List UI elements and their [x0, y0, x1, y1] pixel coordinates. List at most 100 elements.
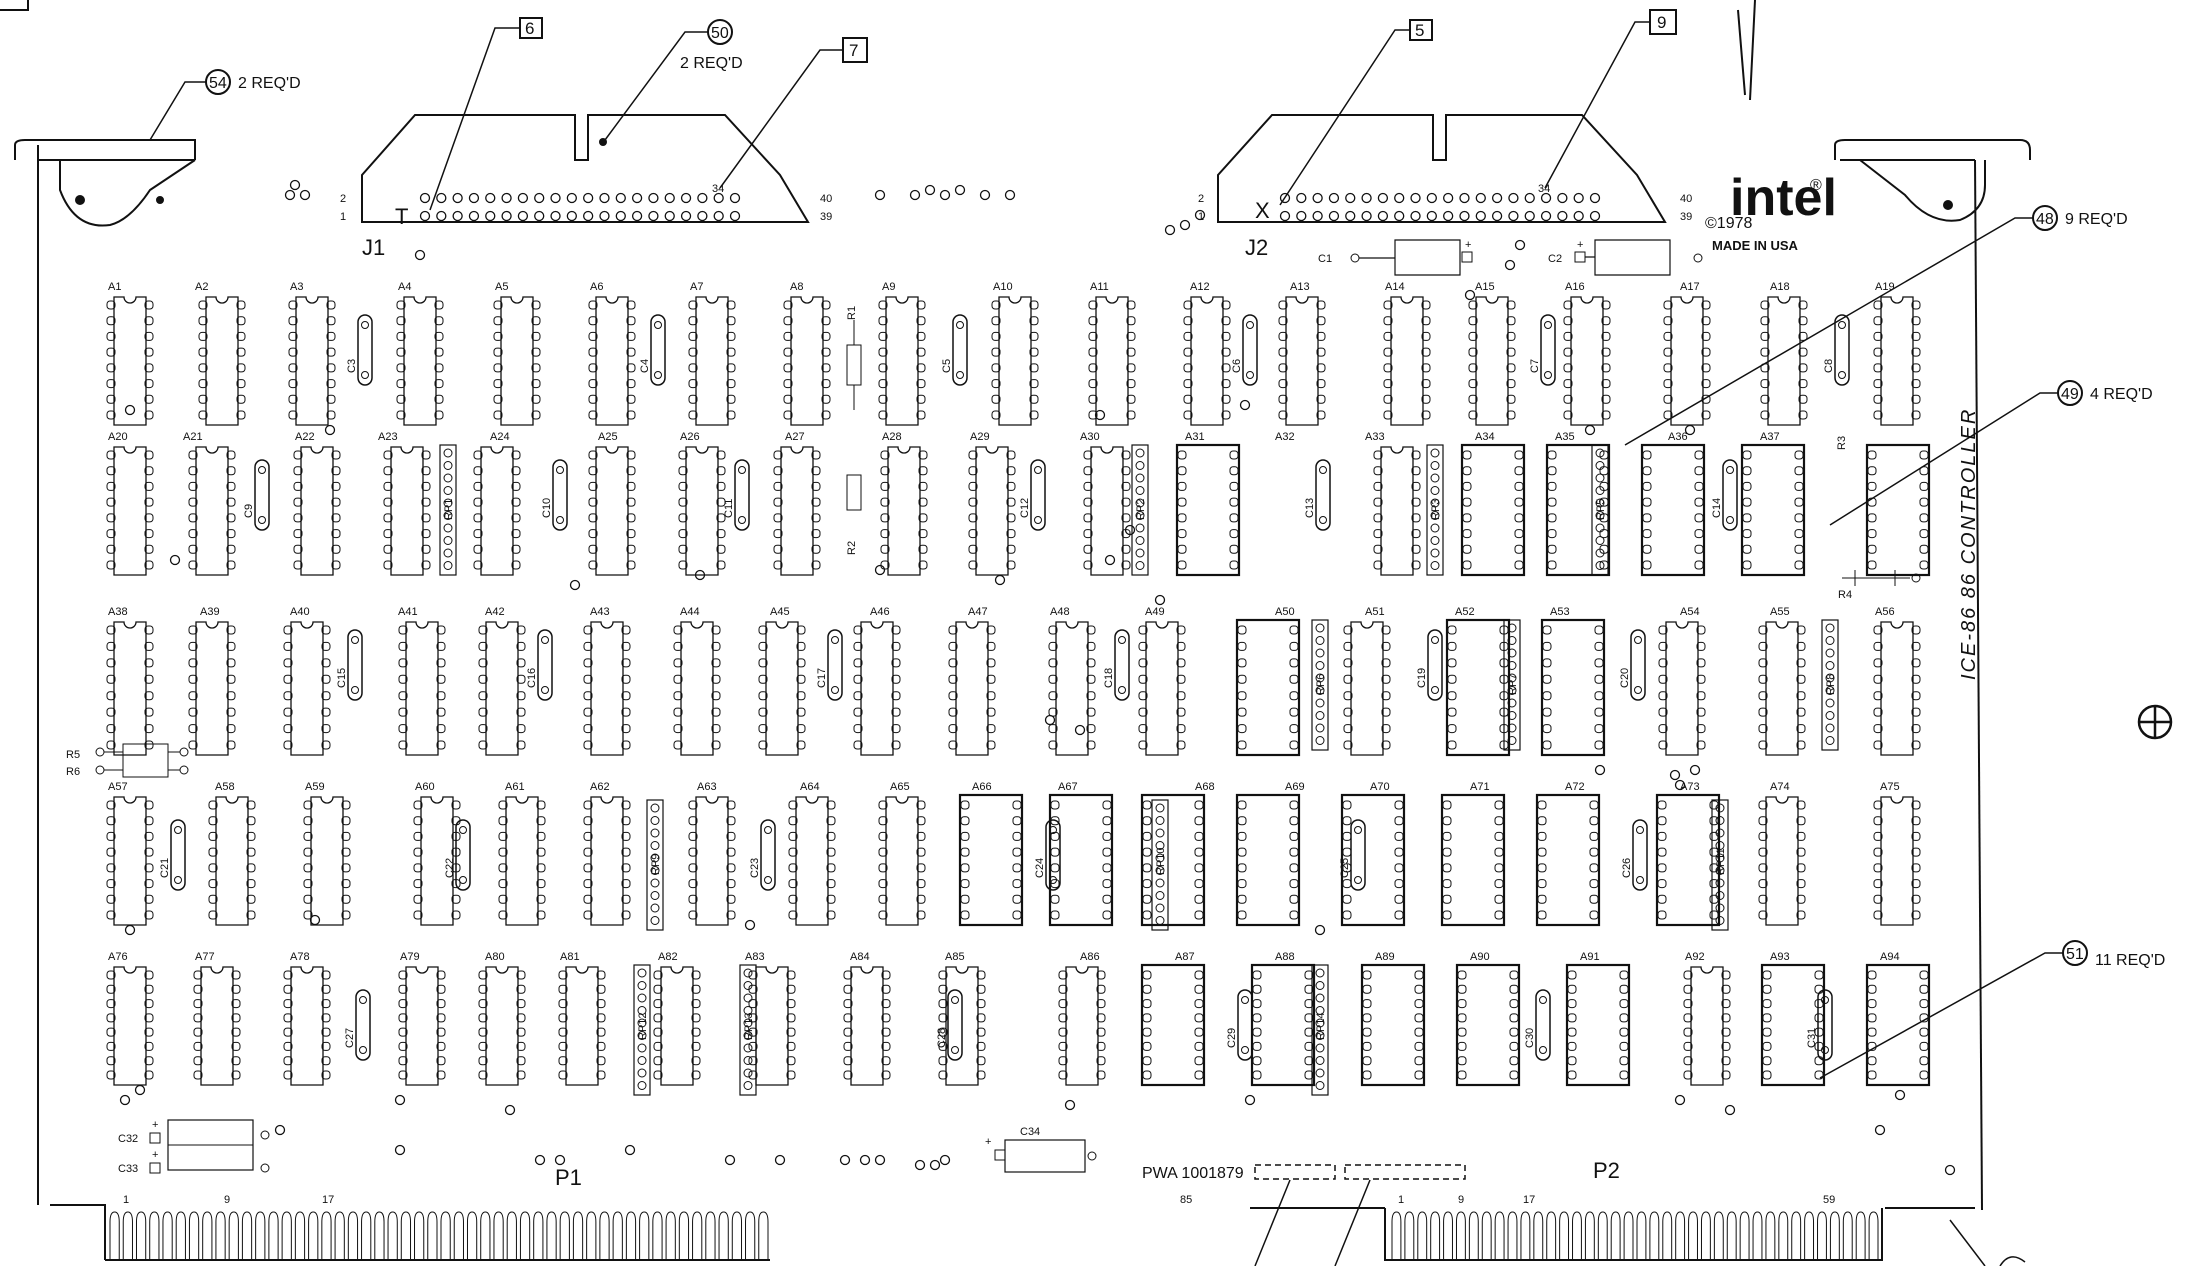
chip-label: A69 [1285, 781, 1305, 793]
p1-pin-17: 17 [322, 1194, 334, 1206]
cap-c32-label: C32 [118, 1133, 138, 1145]
rpack-label: RP14 [1315, 1012, 1327, 1040]
chip-label: A64 [800, 781, 820, 793]
cap-label: C20 [1619, 668, 1631, 688]
chip-label: A27 [785, 431, 805, 443]
chip-label: A30 [1080, 431, 1100, 443]
cap-c17: C17 [816, 629, 843, 701]
cap-c15: C15 [336, 629, 363, 701]
svg-text:+: + [1465, 239, 1471, 251]
chip-label: A19 [1875, 281, 1895, 293]
chip-label: A53 [1550, 606, 1570, 618]
chip-a83: A83 [745, 951, 796, 1086]
chip-a81: A81 [558, 951, 606, 1086]
chip-a34: A34 [1475, 431, 1611, 577]
chip-a3: A3 [288, 281, 336, 426]
cap-c32: C32 + [118, 1119, 270, 1171]
chip-label: A11 [1090, 281, 1109, 293]
chip-a64: A64 [788, 781, 836, 926]
chip-label: A43 [590, 606, 610, 618]
cap-c24: C24 [1034, 819, 1061, 891]
chip-label: A3 [290, 281, 303, 293]
chip-a52: A52 [1445, 606, 1511, 757]
cap-c31: C31 [1806, 989, 1833, 1061]
chip-label: A6 [590, 281, 603, 293]
chip-label: A14 [1385, 281, 1405, 293]
chip-label: A92 [1685, 951, 1705, 963]
chip-a2: A2 [195, 281, 246, 426]
chip-a78: A78 [283, 951, 331, 1086]
cap-c2-label: C2 [1548, 253, 1562, 265]
chip-label: A76 [108, 951, 128, 963]
cap-c7: C7 [1529, 314, 1556, 386]
chip-a7: A7 [688, 281, 736, 426]
svg-text:+: + [1577, 239, 1583, 251]
chip-label: A86 [1080, 951, 1100, 963]
cap-c29: C29 [1226, 989, 1253, 1061]
svg-text:+: + [152, 1119, 158, 1131]
chip-a4: A4 [396, 281, 444, 426]
callout-50: 50 2 REQ'D [599, 19, 743, 146]
intel-logo-text: intel [1730, 169, 1837, 227]
chip-label: A62 [590, 781, 610, 793]
chip-label: A21 [183, 431, 203, 443]
chip-label: A73 [1680, 781, 1700, 793]
cap-c16: C16 [526, 629, 553, 701]
cap-label: C21 [159, 858, 171, 878]
callout-6: 6 [429, 17, 543, 211]
chip-label: A4 [398, 281, 411, 293]
cap-label: C15 [336, 668, 348, 688]
chip-a33: A33 [1365, 431, 1526, 577]
p2-label: P2 [1593, 1158, 1620, 1183]
chip-label: A32 [1275, 431, 1295, 443]
chip-label: A91 [1580, 951, 1600, 963]
chip-label: A87 [1175, 951, 1195, 963]
chip-a72: A72 [1535, 781, 1601, 927]
cap-c4: C4 [639, 314, 666, 386]
cap-c19: C19 [1416, 629, 1443, 701]
chip-label: A22 [295, 431, 315, 443]
chip-a90: A90 [1455, 951, 1521, 1087]
chip-a5: A5 [493, 281, 541, 426]
p2-pin-17: 17 [1523, 1194, 1535, 1206]
chip-a55: A55 [1758, 606, 1806, 756]
callout-6-num: 6 [525, 19, 534, 38]
chip-a19: A19 [1873, 281, 1921, 426]
rpack-label: RP3 [1430, 499, 1442, 520]
cap-c28: C28 [936, 989, 963, 1061]
chip-a87: A87 [1140, 951, 1206, 1087]
intel-registered: ® [1810, 177, 1822, 194]
vias [119, 179, 1956, 1176]
rpack-rp1: RP1 [439, 444, 457, 576]
cap-c6: C6 [1231, 314, 1258, 386]
connector-j2-pins [1279, 192, 1601, 222]
chip-label: A33 [1365, 431, 1385, 443]
chip-a48: A48 [1048, 606, 1096, 756]
chip-a40: A40 [283, 606, 331, 756]
p1-label: P1 [555, 1165, 582, 1190]
chip-a11: A11 [1088, 281, 1136, 426]
chip-label: A82 [658, 951, 678, 963]
intel-logo: intel ® ©1978 MADE IN USA [1705, 169, 1837, 253]
chip-label: A55 [1770, 606, 1790, 618]
chip-a12: A12 [1183, 281, 1231, 426]
chip-label: A39 [200, 606, 220, 618]
cap-label: C23 [749, 858, 761, 878]
cap-label: C29 [1226, 1028, 1238, 1048]
chip-a22: A22 [293, 431, 341, 576]
cap-c1-label: C1 [1318, 253, 1332, 265]
chip-label: A47 [968, 606, 988, 618]
j1-marker: T [395, 204, 408, 229]
chip-a21: A21 [183, 431, 236, 576]
chip-a62: A62 [583, 781, 631, 926]
chip-a79: A79 [398, 951, 446, 1086]
chip-label: A31 [1185, 431, 1205, 443]
callout-51: 51 11 REQ'D [1819, 940, 2165, 1079]
callout-48-num: 48 [2036, 211, 2054, 228]
chip-a67: A67 [1048, 781, 1114, 927]
callout-9: 9 [1544, 9, 1677, 189]
cap-label: C25 [1339, 858, 1351, 878]
chip-label: A75 [1880, 781, 1900, 793]
resistor-r3: R3 [1836, 436, 1848, 450]
chip-a18: A18 [1760, 281, 1808, 426]
